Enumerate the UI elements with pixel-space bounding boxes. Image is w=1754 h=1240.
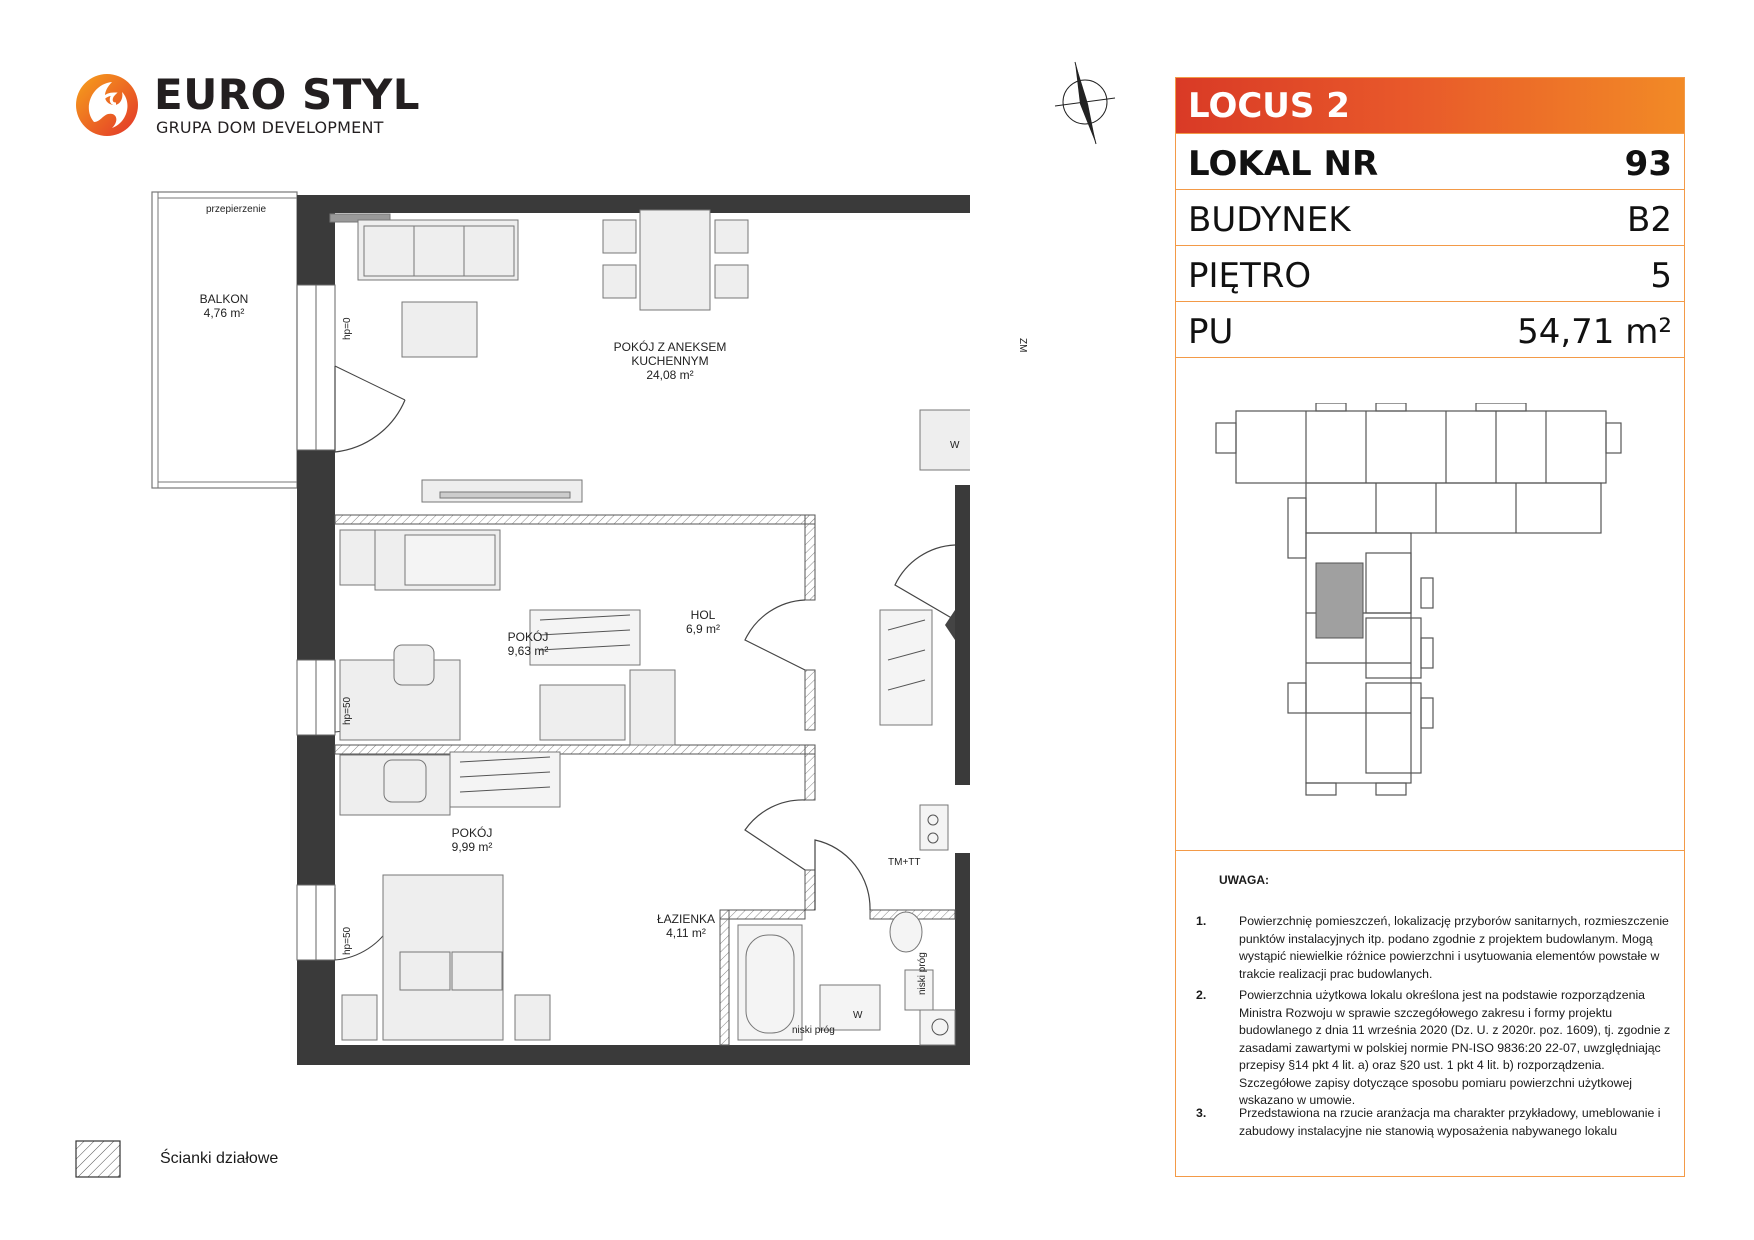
notes-title: UWAGA: xyxy=(1219,873,1269,887)
row-pietro-key: PIĘTRO xyxy=(1188,256,1312,296)
hall-label: HOL xyxy=(690,608,716,622)
tm-tt-note: TM+TT xyxy=(888,857,921,868)
bathroom-area: 4,11 m² xyxy=(666,926,706,940)
room1-area: 9,63 m² xyxy=(507,644,549,658)
row-lokal-value: 93 xyxy=(1624,144,1672,184)
washer-label-a: W xyxy=(950,440,960,451)
partition-note: przepierzenie xyxy=(206,204,267,215)
low-threshold-note-a: niski próg xyxy=(792,1025,835,1036)
notes-section: UWAGA: 1. Powierzchnię pomieszczeń, loka… xyxy=(1176,850,1684,1177)
brand-logo: EURO STYL GRUPA DOM DEVELOPMENT xyxy=(74,68,420,148)
note-3-text: Przedstawiona na rzucie aranżacja ma cha… xyxy=(1239,1106,1661,1138)
floor-plan-drawing xyxy=(151,191,970,1065)
floor-plan: BALKON 4,76 m² POKÓJ Z ANEKSEM KUCHENNYM… xyxy=(150,190,1028,1070)
hp0-note: hp=0 xyxy=(342,317,353,340)
brand-tagline: GRUPA DOM DEVELOPMENT xyxy=(156,118,384,137)
row-budynek-value: B2 xyxy=(1627,200,1672,240)
info-panel: LOCUS 2 LOKAL NR 93 BUDYNEK B2 PIĘTRO 5 … xyxy=(1175,77,1685,1177)
room2-area: 9,99 m² xyxy=(451,840,493,854)
living-room-area: 24,08 m² xyxy=(646,368,694,382)
room1-label: POKÓJ xyxy=(507,630,549,644)
note-1-num: 1. xyxy=(1196,914,1207,928)
bathroom-label: ŁAZIENKA xyxy=(656,912,716,926)
row-budynek-key: BUDYNEK xyxy=(1188,200,1351,240)
row-budynek: BUDYNEK B2 xyxy=(1176,189,1684,245)
living-room-label-2: KUCHENNYM xyxy=(631,354,709,368)
balkon-area: 4,76 m² xyxy=(203,306,245,320)
exterior-walls xyxy=(297,195,970,1065)
washer-label-b: W xyxy=(853,1010,863,1021)
row-pu-value: 54,71 m² xyxy=(1517,312,1672,352)
legend-label: Ścianki działowe xyxy=(160,1150,279,1167)
balcony-outline xyxy=(151,191,298,489)
hatched-wall-icon xyxy=(75,1140,121,1178)
row-lokal: LOKAL NR 93 xyxy=(1176,133,1684,189)
brand-name: EURO STYL xyxy=(154,70,421,119)
legend: Ścianki działowe xyxy=(75,1140,375,1180)
selected-unit-highlight xyxy=(1315,562,1364,639)
hall-area: 6,9 m² xyxy=(685,622,721,636)
hp50-note-b: hp=50 xyxy=(342,926,353,955)
note-2-num: 2. xyxy=(1196,988,1207,1002)
brand-flame-icon xyxy=(76,74,138,136)
row-lokal-key: LOKAL NR xyxy=(1188,144,1379,184)
low-threshold-note-b: niski próg xyxy=(917,952,928,995)
project-header: LOCUS 2 xyxy=(1176,78,1684,133)
living-room-label: POKÓJ Z ANEKSEM xyxy=(613,340,727,354)
room2-label: POKÓJ xyxy=(451,826,493,840)
row-pu: PU 54,71 m² xyxy=(1176,301,1684,358)
north-arrow-icon xyxy=(1054,61,1116,145)
row-pu-key: PU xyxy=(1188,312,1234,352)
zm-label: ZM xyxy=(1017,338,1028,353)
note-1-text: Powierzchnię pomieszczeń, lokalizację pr… xyxy=(1239,914,1669,981)
note-3-num: 3. xyxy=(1196,1106,1207,1120)
hp50-note-a: hp=50 xyxy=(342,696,353,725)
row-pietro: PIĘTRO 5 xyxy=(1176,245,1684,301)
building-key-plan xyxy=(1215,403,1622,796)
row-pietro-value: 5 xyxy=(1650,256,1672,296)
project-name: LOCUS 2 xyxy=(1188,86,1350,126)
note-2-text: Powierzchnia użytkowa lokalu określona j… xyxy=(1239,988,1671,1107)
balkon-label: BALKON xyxy=(199,292,249,306)
